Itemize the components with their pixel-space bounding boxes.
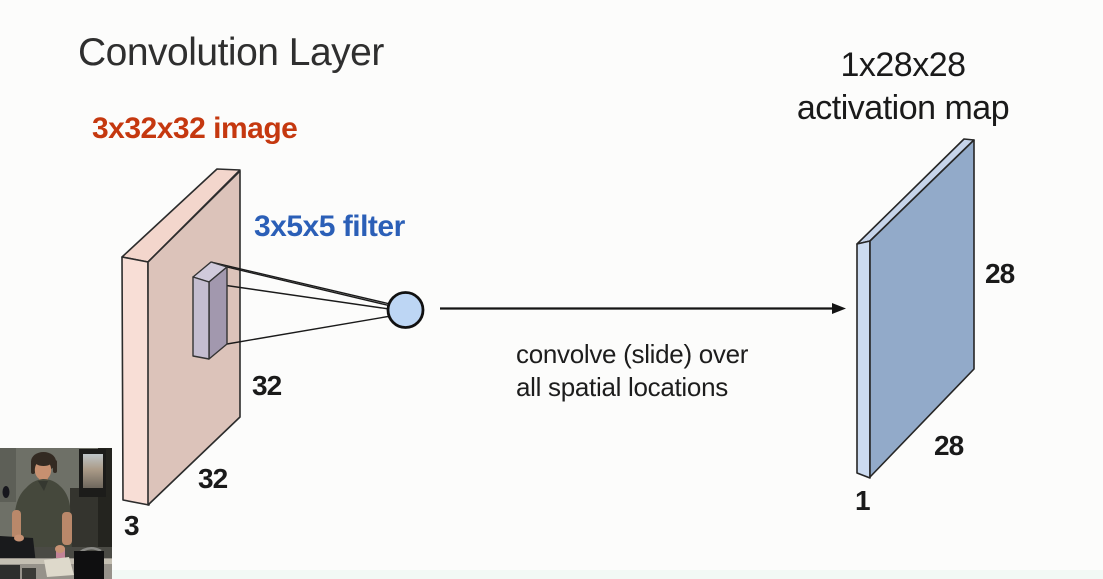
input-width-dim: 32 (198, 463, 228, 494)
presenter-left-arm (62, 512, 72, 545)
presenter-hair-side (53, 460, 57, 473)
output-height-dim: 28 (985, 258, 1015, 289)
presenter-scene (0, 448, 112, 579)
activation-map-box (856, 138, 975, 479)
connection-line (208, 282, 390, 310)
input-volume-label: 3x32x32 image (92, 112, 298, 145)
desk-equipment-left (0, 565, 20, 579)
presenter-shirt (15, 479, 72, 550)
filter-box (192, 261, 228, 360)
convolve-arrow (440, 303, 846, 314)
activation-map-heading: 1x28x28 activation map (775, 44, 1031, 130)
filter-side-face (208, 266, 228, 360)
connection-line (226, 266, 392, 307)
activation-map-front-face (869, 139, 975, 478)
convolve-arrow-head-icon (832, 303, 846, 314)
wall-mark (2, 486, 10, 498)
desk-equipment-left2 (22, 568, 36, 579)
slide-title: Convolution Layer (78, 31, 384, 74)
connection-line (210, 261, 391, 305)
podium-equipment (74, 551, 104, 579)
presenter-collar (38, 481, 48, 491)
input-height-dim: 32 (252, 370, 282, 401)
connection-line (226, 315, 392, 345)
activation-heading-line1: 1x28x28 (840, 46, 966, 84)
convolve-caption: convolve (slide) over all spatial locati… (516, 338, 748, 403)
filter-size-label: 3x5x5 filter (254, 210, 405, 243)
convolve-caption-line2: all spatial locations (516, 371, 728, 402)
presenter-webcam-video (0, 448, 112, 579)
output-width-dim: 28 (934, 430, 964, 461)
activation-heading-line2: activation map (796, 89, 1010, 127)
bottom-accent-bar (0, 570, 1103, 579)
presenter-hand (55, 545, 65, 553)
output-depth-dim: 1 (855, 485, 870, 516)
paper-sheet (44, 557, 74, 577)
presenter-person (12, 452, 72, 550)
presenter-hand-on-laptop (14, 534, 24, 542)
presenter-fringe (34, 455, 53, 466)
input-volume-side-face (121, 256, 150, 506)
neuron-circle (386, 291, 425, 329)
input-depth-dim: 3 (124, 510, 139, 541)
projection-screen (83, 454, 103, 488)
filter-connection-lines (208, 261, 392, 345)
presenter-right-arm (12, 510, 21, 541)
presenter-hair-side (31, 461, 35, 474)
convolve-caption-line1: convolve (slide) over (516, 339, 749, 369)
activation-map-side-face (856, 240, 871, 479)
filter-front-face (192, 276, 210, 360)
